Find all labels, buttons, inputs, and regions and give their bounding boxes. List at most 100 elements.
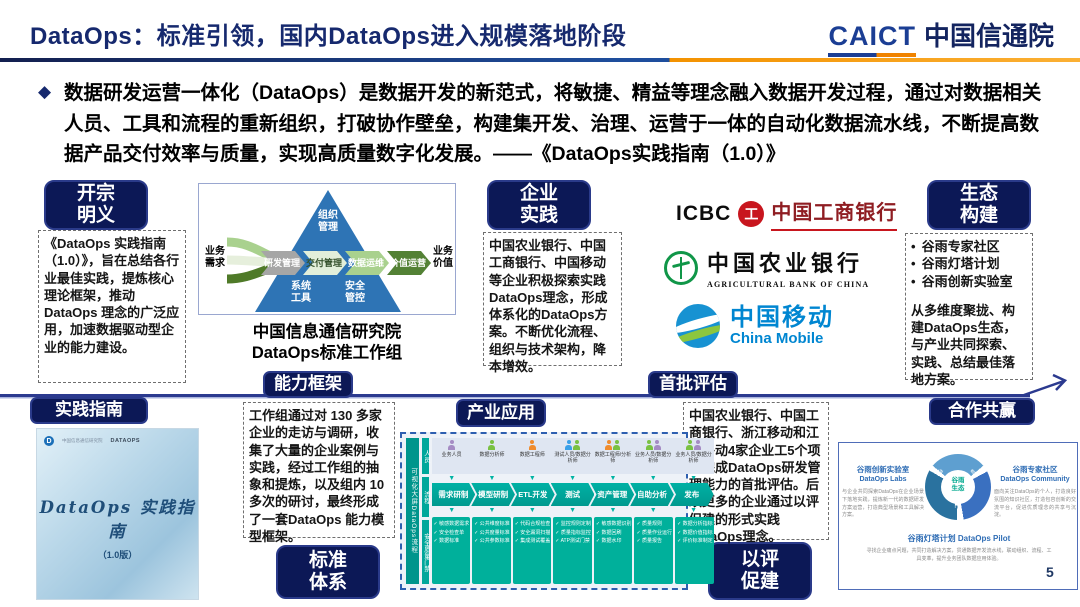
robot-icon: ⚑	[953, 500, 962, 510]
enterprise-text-box: 中国农业银行、中国工商银行、中国移动等企业积极探索实践DataOps理念，形成体…	[483, 232, 622, 374]
timeline-arrow-icon	[1023, 373, 1068, 397]
workgroup-caption-line1: 中国信息通信研究院	[252, 323, 402, 341]
china-mobile-chinese-name: 中国移动	[730, 303, 834, 331]
guyu-ecosystem-figure: 谷雨 生态 ♛ ✎ ⚑ 谷雨创新实验室 DataOps Labs 谷雨专家社区 …	[838, 442, 1078, 590]
framework-stages-row: 需求研制 模型研制 ETL开发 测试 资产管理 自助分析 发布	[431, 483, 714, 506]
framework-row-labels: 人员 流程 安全质量门禁	[422, 438, 430, 584]
stage-selfservice: 自助分析	[630, 483, 674, 506]
down-arrow-icon: ▼	[448, 475, 456, 482]
caict-wordmark: CAICT	[828, 21, 916, 57]
down-arrow-icon: ▼	[488, 475, 496, 482]
book-title: DataOps 实践指南	[39, 498, 196, 541]
badge-first-evaluation: 首批评估	[648, 371, 738, 398]
down-arrow-icon: ▼	[569, 475, 577, 482]
diamond-bullet-icon: ◆	[38, 82, 52, 101]
guyu-pilot-heading: 谷雨灯塔计划 DataOps Pilot	[907, 534, 1011, 543]
down-arrow-icon: ▼	[690, 475, 697, 482]
practice-guide-book-cover: D 中国信息通信研究院 DATAOPS DataOps 实践指南 （1.0版）	[36, 428, 199, 600]
gate-box: ✓ 敏感数据识别✓ 数据回刷✓ 数据水印	[593, 517, 633, 584]
stage-etl: ETL开发	[510, 483, 555, 506]
icbc-chinese-name: 中国工商银行	[771, 196, 898, 231]
bullet-dot-icon: •	[911, 256, 916, 272]
timeline-line	[0, 394, 1030, 397]
badge-enterprise-practice: 企业 实践	[487, 180, 591, 230]
gate-box: ✓ 代码合规检查✓ 安全漏洞扫描✓ 集成测试覆盖	[512, 517, 552, 584]
down-arrow-icon: ▼	[528, 475, 536, 482]
guyu-pilot-desc: 寻找企业痛点问题，共同打造解决方案，贯通数据开发流水线，联动组织、流程、工具变革…	[866, 548, 1052, 562]
bullet-dot-icon: •	[911, 239, 916, 254]
down-arrows-row: ▼▼▼▼▼▼▼	[432, 506, 714, 515]
ecosystem-bullet-1: •谷雨专家社区	[911, 239, 1000, 254]
header-divider	[0, 58, 1080, 62]
gate-box: ✓ 监控规则定制✓ 质量指标监控✓ ATP测试门禁	[553, 517, 592, 584]
book-dataops-logo-text: DATAOPS	[110, 438, 141, 444]
row-label-process: 流程	[422, 477, 430, 517]
row-label-gate: 安全质量门禁	[422, 520, 430, 584]
stage-release: 发布	[669, 483, 714, 506]
icbc-logo: ICBC 工 中国工商银行	[676, 196, 898, 231]
pyramid-figure: 组织 管理 系统 工具 安全 管控 业务 需求 业务 价值 研发管理 交付管理 …	[198, 183, 456, 315]
person-icon	[605, 440, 613, 450]
chevron-1	[261, 251, 305, 275]
pyramid-stage-4: 价值运营	[389, 258, 426, 268]
person-icon	[488, 440, 496, 450]
guyu-donut-chart	[925, 454, 991, 520]
person-icon	[573, 440, 581, 450]
down-arrows-row: ▼▼▼▼▼▼▼	[432, 474, 714, 483]
stage-asset: 资产管理	[590, 483, 635, 506]
gate-box: ✓ 数据分析指标✓ 数据价值指标✓ 评价标准制定	[675, 517, 714, 584]
down-arrow-icon: ▼	[488, 507, 496, 514]
trophy-icon: ♛	[936, 468, 945, 478]
guyu-community-heading: 谷雨专家社区 DataOps Community	[1000, 465, 1070, 483]
icbc-wordmark: ICBC	[676, 201, 732, 225]
capability-text-box: 工作组通过对 130 多家企业的走访与调研，收集了大量的企业案例与实践，经过工作…	[243, 402, 395, 544]
down-arrow-icon: ▼	[448, 507, 456, 514]
workgroup-caption: 中国信息通信研究院 DataOps标准工作组	[198, 322, 456, 365]
gate-box: ✓ 质量规则✓ 质量作业运行✓ 质量报告	[634, 517, 674, 584]
intro-text: 数据研发运营一体化（DataOps）是数据开发的新范式，将敏捷、精益等理念融入数…	[64, 82, 1042, 166]
ecosystem-text-box: •谷雨专家社区 •谷雨灯塔计划 •谷雨创新实验室 从多维度聚拢、构建DataOp…	[905, 233, 1033, 387]
china-mobile-english-name: China Mobile	[730, 329, 824, 347]
china-mobile-emblem-icon	[676, 304, 720, 348]
badge-capability-framework: 能力框架	[263, 371, 353, 398]
gate-box: ✓ 敏感数据需求✓ 安全检查单✓ 数据标准	[431, 517, 471, 584]
guyu-community-desc: 面向关注DataOps的个人，打造良好氛围的知识社区，打造包容创新的交流平台，促…	[994, 489, 1076, 519]
bullet-dot-icon: •	[911, 273, 916, 289]
down-arrow-icon: ▼	[569, 507, 577, 514]
row-label-people: 人员	[422, 438, 430, 474]
pyramid-stage-1: 研发管理	[263, 258, 300, 268]
framework-people-row: 业务人员 数据分析师 数据工程师 测试人员/数据分析师 数据工程师/分析师 业务…	[431, 438, 714, 474]
framework-main: 业务人员 数据分析师 数据工程师 测试人员/数据分析师 数据工程师/分析师 业务…	[431, 438, 714, 584]
down-arrow-icon: ▼	[690, 507, 697, 514]
person-icon	[565, 440, 573, 450]
abc-emblem-icon	[664, 250, 698, 285]
framework-gates-row: ✓ 敏感数据需求✓ 安全检查单✓ 数据标准 ✓ 公共维度标准✓ 公共度量标准✓ …	[431, 517, 714, 584]
chevron-3	[345, 251, 389, 275]
badge-standard-system: 标准 体系	[276, 545, 380, 599]
caict-logo: CAICT 中国信通院	[828, 16, 1054, 57]
abc-english-name: AGRICULTURAL BANK OF CHINA	[707, 280, 870, 289]
pyramid-graphic	[226, 190, 431, 312]
badge-practice-guide: 实践指南	[30, 397, 148, 424]
down-arrow-icon: ▼	[649, 507, 657, 514]
badge-cooperation-winwin: 合作共赢	[929, 398, 1035, 425]
down-arrow-icon: ▼	[528, 507, 536, 514]
page-number: 5	[1046, 564, 1054, 580]
badge-eval-build: 以评 促建	[708, 542, 812, 600]
book-caict-text: 中国信息通信研究院	[62, 438, 103, 443]
stage-modeling: 模型研制	[471, 483, 515, 506]
pyramid-security-label: 安全 管控	[345, 281, 365, 304]
pyramid-stage-3: 数据运维	[347, 258, 384, 268]
guyu-center-label: 谷雨 生态	[951, 477, 965, 493]
person-icon	[528, 440, 536, 450]
intro-paragraph: ◆ 数据研发运营一体化（DataOps）是数据开发的新范式，将敏捷、精益等理念融…	[38, 78, 1052, 170]
badge-opening: 开宗 明义	[44, 180, 148, 230]
person-icon	[694, 440, 702, 450]
guyu-labs-heading: 谷雨创新实验室 DataOps Labs	[856, 465, 910, 483]
china-mobile-logo: 中国移动 China Mobile	[676, 304, 834, 348]
framework-diagram: 可视化大屏DataOps流程 人员 流程 安全质量门禁 业务人员 数据分析师 数…	[400, 432, 714, 590]
document-icon: ✎	[970, 468, 978, 478]
person-icon	[448, 440, 456, 450]
guyu-labs-desc: 与企业共同探索DataOps在企业场景下落地实践，提炼新一代的数据研发方案运营，…	[842, 489, 924, 519]
